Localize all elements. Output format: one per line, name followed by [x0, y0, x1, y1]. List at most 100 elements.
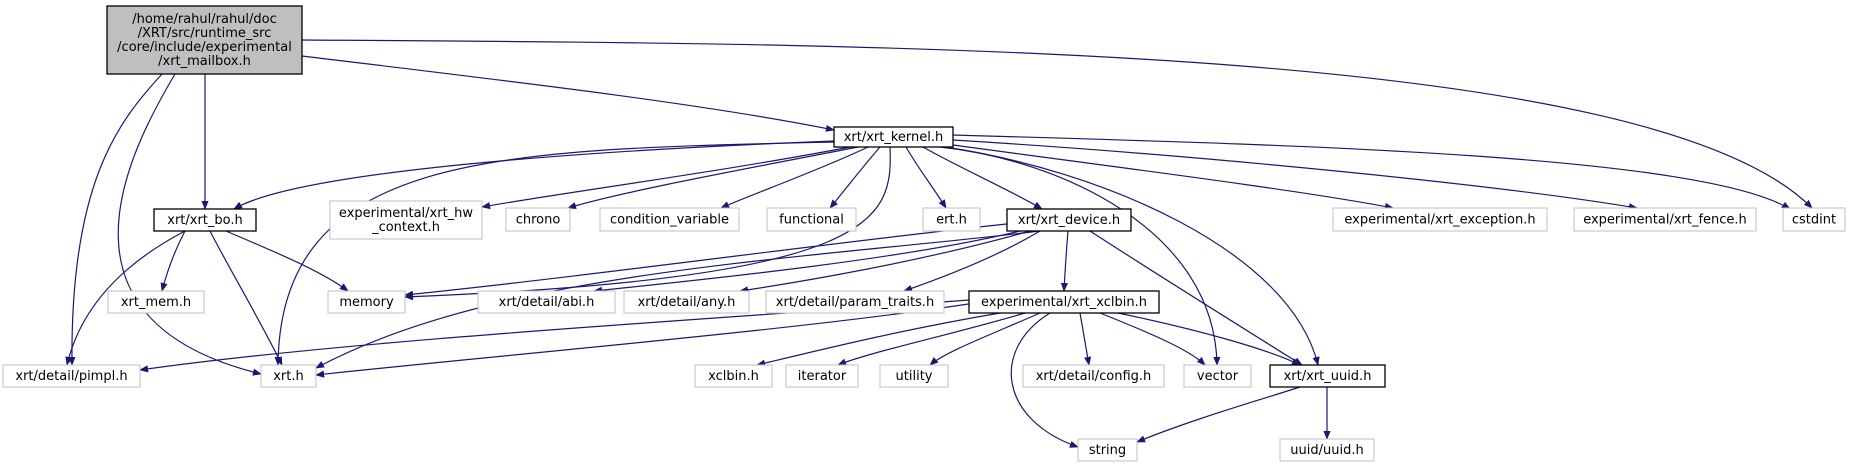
- node-label: iterator: [798, 369, 847, 384]
- node-root[interactable]: /home/rahul/rahul/doc/XRT/src/runtime_sr…: [106, 5, 303, 75]
- node-label: vector: [1197, 369, 1239, 384]
- node-pimpl: xrt/detail/pimpl.h: [2, 364, 141, 388]
- node-label: experimental/xrt_exception.h: [1344, 213, 1535, 228]
- node-box: [1006, 208, 1132, 232]
- edge-xclbin_exp-to-xrt_h: [315, 302, 976, 378]
- node-xclbin-exp[interactable]: experimental/xrt_xclbin.h: [968, 290, 1160, 314]
- edge-xrt_device-to-xclbin_exp: [1060, 230, 1069, 292]
- edge-xrt_uuid-to-string: [1136, 386, 1301, 443]
- node-iterator: iterator: [785, 364, 859, 388]
- node-box: [1022, 364, 1165, 388]
- edge-xrt_kernel-to-hw_context: [481, 146, 851, 210]
- node-box: [623, 290, 750, 314]
- edge-xrt_kernel-to-fence: [952, 139, 1638, 211]
- node-label: ert.h: [936, 213, 967, 228]
- node-label: xrt/xrt_device.h: [1018, 213, 1120, 228]
- edge-xrt_kernel-to-xrt_device: [922, 146, 1043, 210]
- edge-xrt_device-to-any: [739, 230, 1031, 294]
- node-label: functional: [779, 213, 844, 228]
- node-vector: vector: [1183, 364, 1252, 388]
- edge-xrt_device-to-xrt_h: [315, 230, 1041, 369]
- node-box: [1332, 207, 1548, 232]
- edge-xclbin_exp-to-utility: [929, 312, 1041, 366]
- node-label: utility: [896, 369, 933, 384]
- node-chrono: chrono: [505, 207, 571, 232]
- node-box: [477, 290, 616, 314]
- edge-xrt_kernel-to-functional: [829, 146, 881, 209]
- edge-xrt_kernel-to-cstdint: [952, 134, 1791, 210]
- edge-xclbin_exp-to-xclbin_h: [756, 312, 1001, 367]
- edge-xrt_kernel-to-chrono: [567, 146, 859, 210]
- edge-xrt_bo-to-pimpl: [65, 230, 186, 366]
- node-xrt-kernel[interactable]: xrt/xrt_kernel.h: [833, 126, 954, 148]
- node-label: xrt/xrt_uuid.h: [1284, 369, 1372, 384]
- node-xrt-device[interactable]: xrt/xrt_device.h: [1006, 208, 1132, 232]
- node-box: [922, 207, 981, 232]
- node-param-traits: xrt/detail/param_traits.h: [765, 290, 945, 314]
- edge-xclbin_exp-to-vector: [1099, 312, 1206, 366]
- node-xrt-mem: xrt_mem.h: [107, 290, 205, 314]
- edge-xclbin_exp-to-iterator: [837, 312, 1026, 366]
- node-label: xrt/detail/param_traits.h: [776, 295, 934, 310]
- node-box: [765, 290, 945, 314]
- node-box: [968, 290, 1160, 314]
- node-box: [833, 126, 954, 148]
- edge-xrt_bo-to-memory: [225, 230, 349, 292]
- node-label: experimental/xrt_xclbin.h: [981, 295, 1147, 310]
- node-label: /XRT/src/runtime_src: [138, 26, 272, 41]
- edge-xclbin_exp-to-config: [1079, 312, 1092, 366]
- file-nodes: /home/rahul/rahul/doc/XRT/src/runtime_sr…: [2, 5, 1846, 462]
- node-box: [106, 5, 303, 75]
- node-box: [2, 364, 141, 388]
- edge-xrt_kernel-to-xrt_bo: [233, 140, 835, 210]
- node-any: xrt/detail/any.h: [623, 290, 750, 314]
- edge-xrt_device-to-param_traits: [903, 230, 1041, 292]
- edge-xclbin_exp-to-xrt_uuid: [1117, 312, 1301, 366]
- node-xrt-bo[interactable]: xrt/xrt_bo.h: [153, 208, 257, 232]
- node-functional: functional: [766, 207, 857, 232]
- edge-root-to-xrt_h: [117, 73, 262, 376]
- node-box: [505, 207, 571, 232]
- node-label: memory: [339, 295, 394, 310]
- node-box: [766, 207, 857, 232]
- node-abi: xrt/detail/abi.h: [477, 290, 616, 314]
- node-label: chrono: [516, 213, 561, 228]
- node-string: string: [1077, 438, 1138, 462]
- node-label: /core/include/experimental: [117, 40, 292, 55]
- edge-xclbin_exp-to-string: [1010, 312, 1079, 448]
- node-label: xrt/detail/abi.h: [499, 295, 595, 310]
- node-label: xrt/xrt_kernel.h: [844, 130, 944, 145]
- node-exception: experimental/xrt_exception.h: [1332, 207, 1548, 232]
- edge-xrt_device-to-abi: [593, 230, 1021, 294]
- node-label: string: [1089, 443, 1126, 458]
- node-hw-context: experimental/xrt_hw_context.h: [329, 200, 483, 240]
- node-label: condition_variable: [610, 213, 729, 228]
- node-label: _context.h: [371, 220, 440, 235]
- node-label: uuid/uuid.h: [1290, 443, 1363, 458]
- node-condition-variable: condition_variable: [599, 207, 740, 232]
- node-xrt-uuid[interactable]: xrt/xrt_uuid.h: [1269, 364, 1386, 388]
- node-box: [1782, 207, 1846, 232]
- node-uuid-h: uuid/uuid.h: [1279, 438, 1375, 462]
- node-label: /xrt_mailbox.h: [158, 54, 251, 69]
- node-label: cstdint: [1792, 213, 1836, 228]
- node-config: xrt/detail/config.h: [1022, 364, 1165, 388]
- edge-xrt_kernel-to-ert: [905, 146, 947, 209]
- node-box: [694, 364, 773, 388]
- node-label: experimental/xrt_fence.h: [1583, 213, 1747, 228]
- node-label: xrt/detail/pimpl.h: [15, 369, 127, 384]
- node-label: xrt/xrt_bo.h: [167, 213, 243, 228]
- node-box: [1279, 438, 1375, 462]
- edge-xrt_kernel-to-condition_variable: [720, 146, 869, 209]
- node-label: xclbin.h: [708, 369, 759, 384]
- node-label: xrt/detail/any.h: [638, 295, 736, 310]
- edge-xrt_bo-to-xrt_mem: [160, 230, 186, 292]
- edge-root-to-pimpl: [68, 73, 163, 366]
- node-ert: ert.h: [922, 207, 981, 232]
- edge-xrt_bo-to-xrt_h: [209, 230, 283, 366]
- node-box: [1183, 364, 1252, 388]
- node-box: [260, 364, 317, 388]
- node-fence: experimental/xrt_fence.h: [1573, 207, 1757, 232]
- node-label: xrt/detail/config.h: [1036, 369, 1152, 384]
